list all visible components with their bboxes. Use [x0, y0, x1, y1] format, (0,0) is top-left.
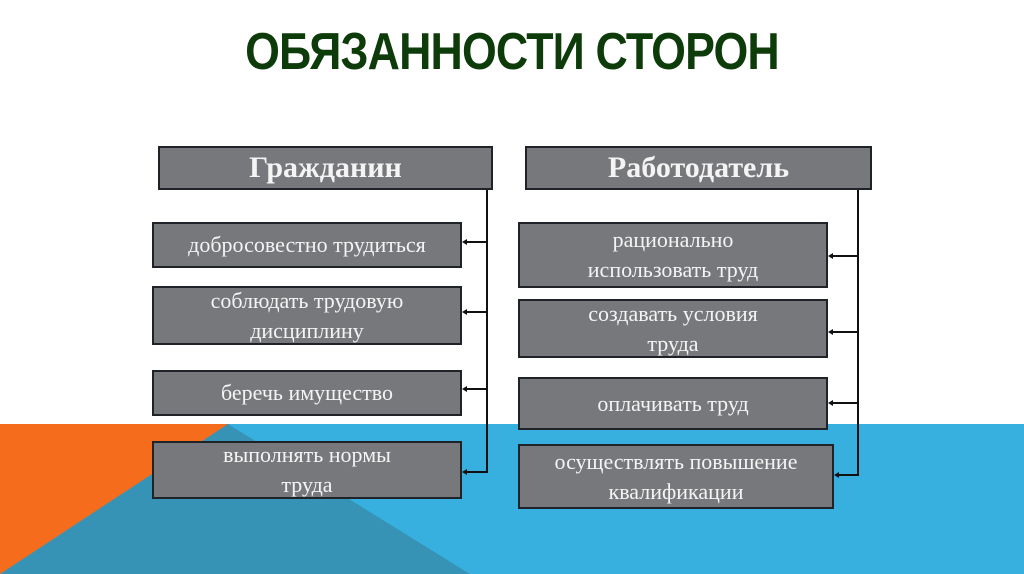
- arrow-icon: [828, 400, 833, 406]
- employer-duty-3: оплачивать труд: [518, 377, 828, 430]
- employer-duty-4: осуществлять повышение квалификации: [518, 444, 834, 509]
- employer-connector-vertical: [857, 190, 859, 476]
- header-citizen: Гражданин: [158, 146, 493, 190]
- citizen-duty-2: соблюдать трудовую дисциплину: [152, 286, 462, 345]
- citizen-connector-1: [466, 241, 488, 243]
- citizen-duty-1: добросовестно трудиться: [152, 222, 462, 268]
- arrow-icon: [462, 386, 467, 392]
- arrow-icon: [834, 472, 839, 478]
- citizen-duty-4: выполнять нормы труда: [152, 441, 462, 499]
- citizen-connector-4: [466, 471, 488, 473]
- citizen-connector-3: [466, 388, 488, 390]
- citizen-connector-vertical: [486, 190, 488, 472]
- arrow-icon: [462, 469, 467, 475]
- arrow-icon: [462, 309, 467, 315]
- employer-duty-1: рационально использовать труд: [518, 222, 828, 288]
- arrow-icon: [828, 329, 833, 335]
- arrow-icon: [828, 253, 833, 259]
- employer-duty-2: создавать условия труда: [518, 299, 828, 358]
- header-employer: Работодатель: [525, 146, 872, 190]
- employer-connector-3: [832, 402, 858, 404]
- page-title: ОБЯЗАННОСТИ СТОРОН: [245, 23, 780, 81]
- employer-connector-2: [832, 331, 858, 333]
- citizen-connector-2: [466, 311, 488, 313]
- employer-connector-4: [838, 474, 858, 476]
- citizen-duty-3: беречь имущество: [152, 370, 462, 416]
- teal-wedge: [0, 424, 395, 574]
- employer-connector-1: [832, 255, 858, 257]
- arrow-icon: [462, 239, 467, 245]
